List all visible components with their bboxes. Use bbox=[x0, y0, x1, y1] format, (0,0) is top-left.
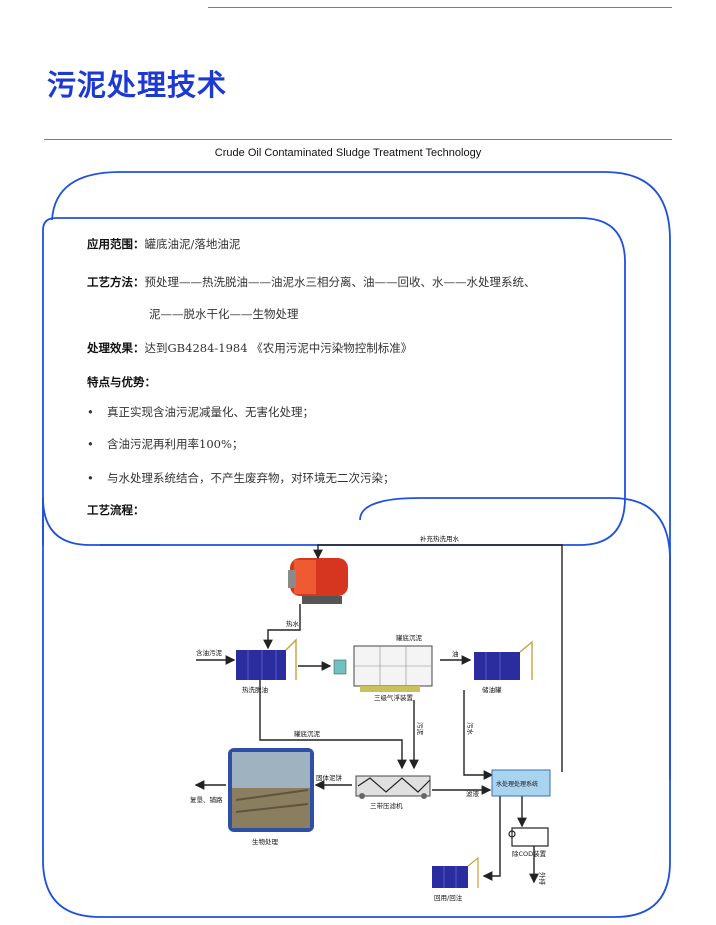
boiler-icon bbox=[288, 558, 348, 604]
oil-tank-icon bbox=[474, 640, 533, 680]
sludge-label: 污泥 bbox=[416, 722, 424, 736]
bullet-dot-icon: • bbox=[87, 437, 94, 451]
filter-press-icon bbox=[355, 775, 431, 799]
water-out-label: 污水 bbox=[466, 722, 475, 736]
scope-label: 应用范围： bbox=[87, 237, 145, 251]
water-to-system-line bbox=[463, 690, 494, 780]
water-system-label: 水处理处理系统 bbox=[496, 780, 538, 788]
flow-label: 工艺流程： bbox=[87, 503, 145, 517]
flotation-device-icon bbox=[333, 645, 433, 692]
features-row: 特点与优势： bbox=[87, 374, 156, 390]
reuse-label: 回用/回注 bbox=[434, 893, 463, 902]
bullet-item: • 含油污泥再利用率100%； bbox=[87, 436, 243, 452]
hot-water-line bbox=[263, 604, 301, 650]
discharge-label: 外排 bbox=[538, 872, 547, 886]
water-system-box bbox=[491, 769, 551, 797]
features-label: 特点与优势： bbox=[87, 375, 156, 389]
method-label: 工艺方法： bbox=[87, 275, 145, 289]
bullet-text: 与水处理系统结合，不产生废弃物，对环境无二次污染； bbox=[107, 471, 395, 485]
scope-row: 应用范围：罐底油泥/落地油泥 bbox=[87, 236, 240, 252]
solid-sludge-label: 固体泥饼 bbox=[316, 773, 343, 782]
page-subtitle: Crude Oil Contaminated Sludge Treatment … bbox=[214, 147, 482, 159]
effect-label: 处理效果： bbox=[87, 341, 145, 355]
oil-label: 油 bbox=[452, 649, 459, 658]
bio-label: 生物处理 bbox=[252, 837, 279, 846]
top-rule bbox=[208, 7, 672, 8]
tank-bottom-sludge-label: 罐底沉泥 bbox=[294, 729, 321, 738]
cod-device-label: 除COD装置 bbox=[512, 849, 547, 858]
bullet-text: 真正实现含油污泥减量化、无害化处理； bbox=[107, 405, 314, 419]
bullet-item: • 真正实现含油污泥减量化、无害化处理； bbox=[87, 404, 314, 420]
method-row: 工艺方法：预处理——热洗脱油——油泥水三相分离、油——回收、水——水处理系统、 bbox=[87, 274, 536, 290]
effect-row: 处理效果：达到GB4284-1984 《农用污泥中污染物控制标准》 bbox=[87, 340, 412, 356]
method-value-1: 预处理——热洗脱油——油泥水三相分离、油——回收、水——水处理系统、 bbox=[144, 275, 536, 289]
divider-rule bbox=[44, 139, 672, 140]
bio-treatment-photo bbox=[228, 748, 314, 832]
hot-water-label: 热水 bbox=[286, 619, 300, 628]
reuse-line bbox=[482, 796, 501, 881]
hot-wash-label: 热洗脱油 bbox=[242, 685, 268, 694]
reclaim-label: 复垦、铺路 bbox=[190, 795, 223, 804]
supplement-water-label: 补充热洗用水 bbox=[420, 534, 460, 543]
oil-tank-label: 储油罐 bbox=[482, 685, 502, 694]
cod-device-icon bbox=[508, 827, 549, 847]
bullet-dot-icon: • bbox=[87, 405, 94, 419]
page-title: 污泥处理技术 bbox=[47, 68, 228, 102]
bullet-dot-icon: • bbox=[87, 471, 94, 485]
filter-press-label: 三带压滤机 bbox=[370, 801, 403, 810]
tank-bottom-line bbox=[259, 680, 407, 770]
info-frame bbox=[42, 217, 626, 546]
bullet-text: 含油污泥再利用率100%； bbox=[107, 437, 244, 451]
effect-value: 达到GB4284-1984 《农用污泥中污染物控制标准》 bbox=[144, 341, 413, 355]
hot-wash-tank-icon bbox=[236, 638, 297, 680]
outer-frame-bottom bbox=[42, 497, 671, 918]
reuse-tank-icon bbox=[432, 856, 479, 888]
flotation-label: 三级气浮装置 bbox=[374, 693, 414, 702]
bullet-item: • 与水处理系统结合，不产生废弃物，对环境无二次污染； bbox=[87, 470, 395, 486]
flow-row: 工艺流程： bbox=[87, 502, 145, 518]
oily-sludge-label: 含油污泥 bbox=[196, 648, 223, 657]
method-value-2: 泥——脱水干化——生物处理 bbox=[149, 307, 299, 321]
filtrate-label: 滤液 bbox=[466, 789, 480, 798]
outer-frame-top bbox=[51, 171, 671, 780]
tank-bottom-label: 罐底沉泥 bbox=[396, 633, 423, 642]
method-row-cont: 泥——脱水干化——生物处理 bbox=[149, 306, 299, 322]
scope-value: 罐底油泥/落地油泥 bbox=[144, 237, 241, 251]
supplement-water-line bbox=[313, 544, 563, 772]
